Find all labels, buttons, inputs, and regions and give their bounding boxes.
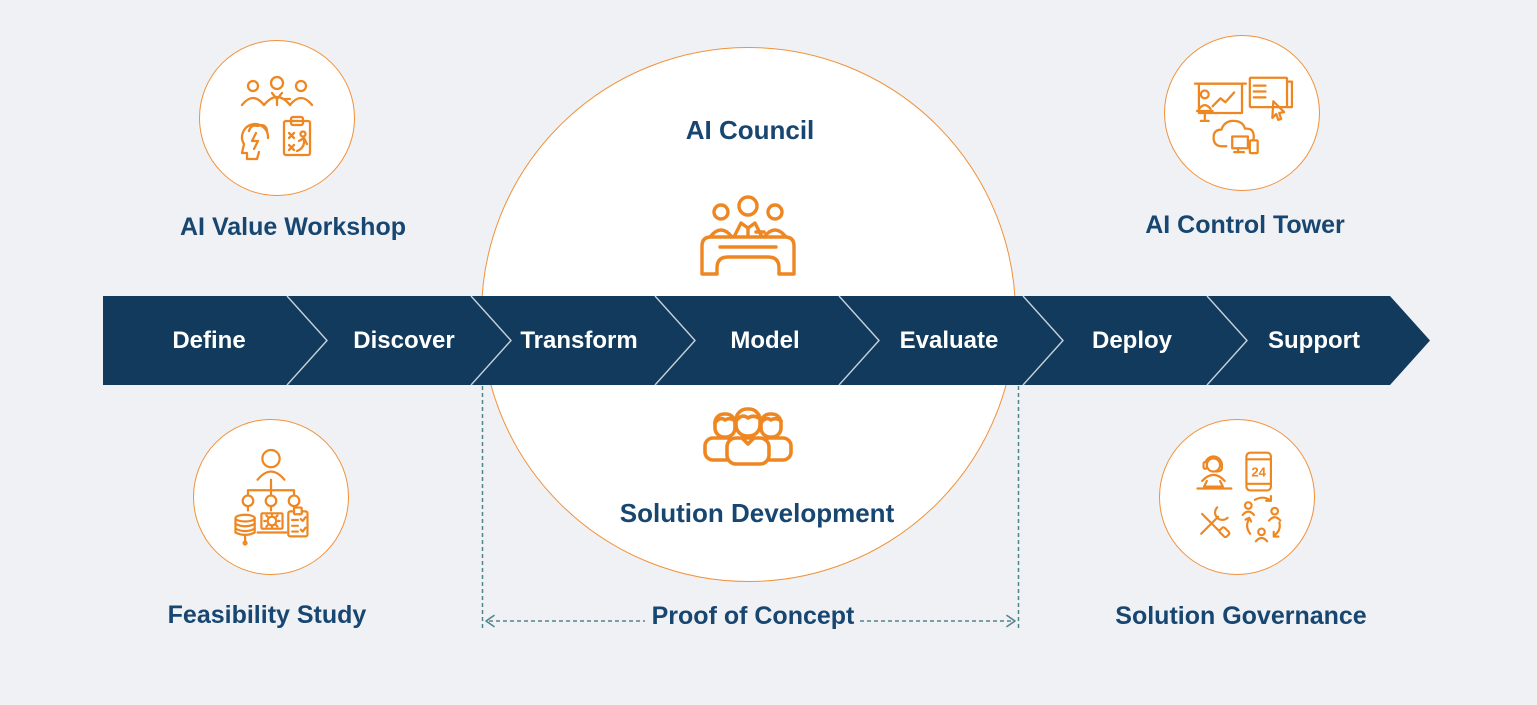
council-table-icon [700, 235, 796, 276]
people-cycle-icon [1241, 494, 1282, 543]
brain-head-icon [240, 123, 270, 161]
workshop-icon [240, 75, 314, 161]
process-arrow-banner [103, 296, 1430, 386]
cloud-devices-icon [1212, 119, 1259, 155]
chevron-divider-icon [838, 296, 880, 386]
presentation-board-icon [1193, 82, 1248, 122]
support-agent-icon [1196, 455, 1233, 490]
control-tower-icon [1193, 76, 1294, 155]
stage-deploy: Deploy [1091, 327, 1173, 354]
chevron-divider-icon [470, 296, 512, 386]
team-group-icon [703, 407, 793, 466]
feasibility-study-label: Feasibility Study [167, 601, 367, 629]
laptop-gear-icon [256, 512, 288, 534]
right-arrowhead-icon [1006, 614, 1016, 628]
feasibility-icon [234, 448, 309, 546]
feasibility-study-badge [193, 419, 349, 575]
ai-control-tower-label: AI Control Tower [1145, 211, 1345, 239]
solution-governance-label: Solution Governance [1115, 602, 1367, 630]
checklist-clipboard-icon [287, 506, 309, 538]
meeting-table-icon [700, 195, 796, 276]
ai-control-tower-badge [1164, 35, 1320, 191]
stage-define: Define [172, 327, 246, 354]
team-members-icon [703, 407, 793, 466]
strategy-clipboard-icon [282, 115, 312, 157]
solution-development-label: Solution Development [619, 498, 895, 528]
ai-council-label: AI Council [685, 115, 815, 145]
stage-evaluate: Evaluate [899, 327, 999, 354]
arrow-bar-shape [103, 296, 1430, 385]
org-chart-person-icon [241, 448, 301, 512]
solution-governance-badge: 24 [1159, 419, 1315, 575]
phone-24-badge: 24 [1251, 464, 1266, 479]
left-arrowhead-icon [485, 614, 495, 628]
governance-icon: 24 [1196, 451, 1282, 543]
stage-model: Model [730, 327, 800, 354]
chevron-divider-icon [1022, 296, 1064, 386]
ai-value-workshop-badge [199, 40, 355, 196]
stage-support: Support [1268, 327, 1360, 354]
phone-24-icon: 24 [1245, 451, 1273, 492]
chevron-divider-icon [286, 296, 328, 386]
browser-cursor-icon [1248, 76, 1294, 121]
tools-icon [1200, 506, 1231, 539]
people-group-icon [240, 75, 314, 107]
process-stage-labels: Define Discover Transform Model Evaluate… [0, 296, 1537, 385]
stage-discover: Discover [353, 327, 455, 354]
chevron-divider-icon [1206, 296, 1248, 386]
ai-value-workshop-label: AI Value Workshop [180, 213, 406, 241]
proof-of-concept-label: Proof of Concept [651, 602, 855, 630]
stage-transform: Transform [520, 327, 638, 354]
database-icon [234, 513, 256, 546]
chevron-divider-icon [654, 296, 696, 386]
council-people-icon [708, 195, 788, 239]
